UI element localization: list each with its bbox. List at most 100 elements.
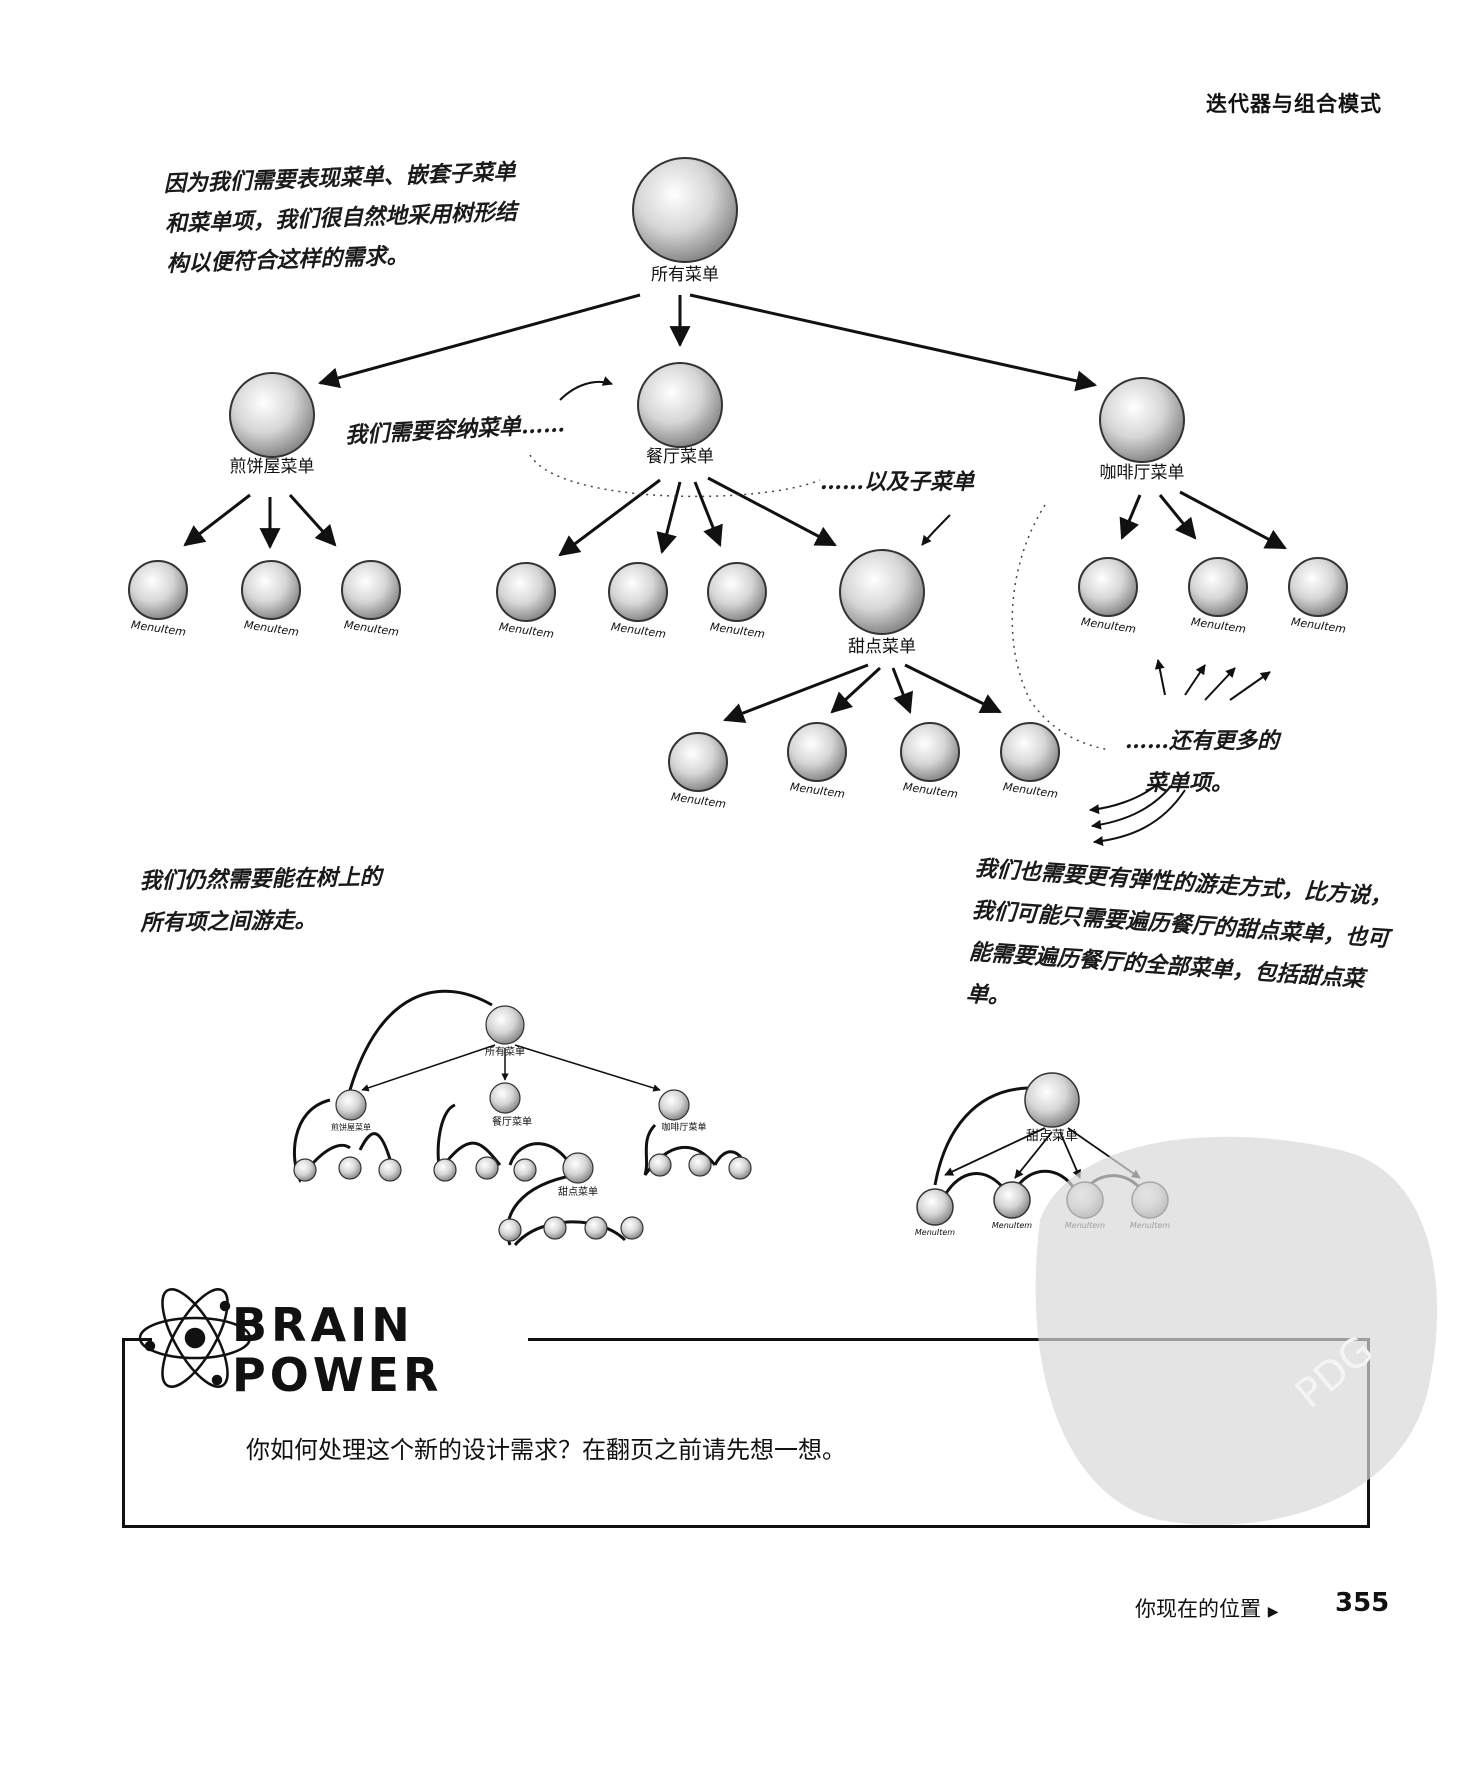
arrow-to-items-1 [1154,659,1166,696]
mini-node-item [338,1156,362,1180]
edge-cafe-item3 [1179,490,1287,550]
mini-node-item [916,1188,954,1226]
node-root [632,157,738,263]
mini-node-item [433,1158,457,1182]
watermark-blob [1035,1136,1438,1525]
annotation-arrows [559,376,1271,846]
mini-node-item [993,1181,1031,1219]
label-item: MenuItem [1290,615,1347,636]
mini-label-diner: 餐厅菜单 [492,1115,532,1128]
edge-dessert-item1 [723,663,869,724]
edge-dessert-item4 [904,663,1002,714]
label-more-items-line1: ……还有更多的 [1125,728,1280,754]
edge-cafe-item1 [1119,494,1142,540]
edge-root-cafe [689,293,1098,392]
mini-arc [513,1220,627,1246]
arrow-to-diner [559,376,613,401]
node-item [1288,557,1348,617]
label-more-items: ……还有更多的 菜单项。 [1125,720,1279,804]
mini-edge [361,1044,496,1092]
mini-node-item [648,1153,672,1177]
node-pancake [229,372,315,458]
brain-power-left-border [122,1338,152,1341]
mini-edge [1014,1131,1053,1179]
mini-node-item [293,1158,317,1182]
main-tree-edges [183,293,1287,724]
label-submenus: ……以及子菜单 [820,469,975,495]
mini-arc [933,1086,1029,1186]
brain-power-title: BRAIN POWER [232,1300,442,1400]
arrow-to-dessert [921,514,951,546]
mini-edge [1059,1131,1081,1179]
label-item: MenuItem [343,618,400,639]
edge-cafe-item2 [1158,494,1197,540]
footer-location-text: 你现在的位置 [1135,1597,1261,1621]
triangle-right-icon: ▶ [1267,1604,1279,1620]
mini-node-item [543,1216,567,1240]
label-item: MenuItem [902,780,959,801]
mini-arc [943,1172,1007,1196]
node-item [128,560,188,620]
mini-node-root [485,1005,525,1045]
mini-edge [944,1127,1046,1176]
mini-edge [514,1044,661,1092]
mini-label-cafe: 咖啡厅菜单 [661,1121,706,1133]
mini-node-pancake [335,1089,367,1121]
mini-node-item [498,1218,522,1242]
mini-tree-all: 所有菜单 煎饼屋菜单 餐厅菜单 咖啡厅菜单 甜点菜单 [293,989,752,1246]
brain-power-question: 你如何处理这个新的设计需求？在翻页之前请先想一想。 [246,1436,846,1464]
node-dessert [839,549,925,635]
label-item: MenuItem [1002,780,1059,801]
node-item [1188,557,1248,617]
label-pancake: 煎饼屋菜单 [230,457,315,477]
edge-diner-dessert [707,476,837,547]
label-cafe: 咖啡厅菜单 [1100,463,1185,483]
label-item: MenuItem [243,618,300,639]
brain-power-title-line1: BRAIN [232,1298,414,1352]
arrow-to-dessert-items-3 [1093,789,1186,846]
mini-arc [643,1123,717,1176]
mini-node-item [475,1156,499,1180]
mini-node-item [688,1153,712,1177]
node-item [241,560,301,620]
label-item: MenuItem [670,790,727,811]
mini-arc [358,1132,395,1171]
edge-pancake-item3 [288,493,337,547]
node-cafe [1099,377,1185,463]
node-item [608,562,668,622]
edge-root-pancake [317,293,641,389]
mini-node-dessert [562,1152,594,1184]
arrow-to-dessert-items-1 [1089,781,1161,815]
node-item [341,560,401,620]
node-item [496,562,556,622]
edge-dessert-item2 [830,666,882,714]
node-item [1078,557,1138,617]
arrow-to-items-3 [1204,667,1236,701]
label-root: 所有菜单 [651,265,719,285]
page-header: 迭代器与组合模式 [1206,92,1382,116]
mini-label-dessert: 甜点菜单 [558,1185,598,1198]
arrow-to-items-2 [1184,664,1206,696]
node-diner [637,362,723,448]
brain-power-top-border [528,1338,1370,1341]
mini-node-cafe [658,1089,690,1121]
edge-diner-item1 [558,478,661,557]
mini-label-dessert: 甜点菜单 [1026,1128,1078,1144]
label-item: MenuItem [610,620,667,641]
pdg-watermark: PDG [1035,1136,1438,1525]
edge-diner-item3 [693,481,723,547]
node-item [1000,722,1060,782]
main-tree-nodes [128,157,1348,792]
mini-arc [348,989,493,1091]
mini-label-item: MenuItem [915,1228,955,1237]
label-item: MenuItem [1080,615,1137,636]
mini-node-item [513,1158,537,1182]
edge-diner-item2 [656,481,682,555]
mini-node-item [378,1158,402,1182]
mini-node-item [584,1216,608,1240]
label-item: MenuItem [789,780,846,801]
label-item: MenuItem [498,620,555,641]
mini-label-item: MenuItem [992,1221,1032,1230]
label-item: MenuItem [130,618,187,639]
